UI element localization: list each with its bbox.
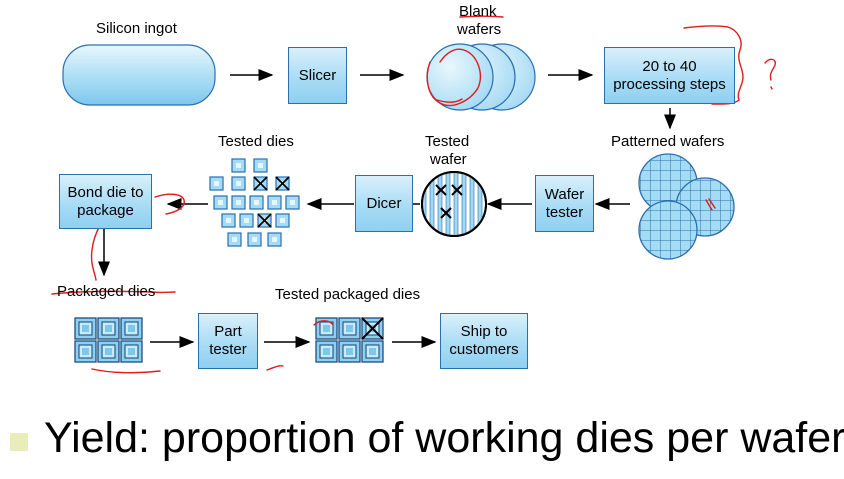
packaged-dies-label: Packaged dies	[57, 283, 156, 300]
tested-packaged-dies	[315, 317, 384, 363]
wafer-tester-label-line2: tester	[545, 203, 584, 221]
patterned-wafers-label: Patterned wafers	[611, 133, 725, 150]
part-tester-label-line1: Part	[214, 323, 242, 340]
tested-dies-grid	[209, 158, 300, 247]
silicon-ingot-shape	[62, 44, 216, 106]
yield-bullet-row: Yield: proportion of working dies per wa…	[10, 413, 844, 463]
dicer-label: Dicer	[366, 194, 402, 212]
tested-wafer	[421, 171, 487, 237]
blank-wafers-label-line1: Blank	[459, 3, 497, 20]
packaged-dies	[74, 317, 143, 363]
tested-wafer-label-line1: Tested	[425, 133, 470, 150]
ship-to-customers-box: Ship to customers	[440, 313, 528, 369]
wafer-tester-box: Wafer tester	[535, 175, 594, 232]
dicer-box: Dicer	[355, 175, 413, 232]
wafer-tester-label-line1: Wafer	[544, 185, 585, 203]
processing-label-line1: 20 to 40	[642, 57, 697, 75]
ship-label-line2: customers	[449, 341, 519, 358]
bond-label-line1: Bond die to	[67, 183, 144, 201]
tested-dies-label: Tested dies	[218, 133, 294, 150]
ship-label-line1: Ship to	[460, 323, 508, 340]
patterned-wafers	[638, 153, 735, 260]
tested-packaged-dies-label: Tested packaged dies	[275, 286, 421, 303]
yield-definition: Yield: proportion of working dies per wa…	[44, 414, 844, 462]
slicer-label: Slicer	[298, 66, 337, 84]
part-tester-box: Part tester	[198, 313, 258, 369]
bullet-square-icon	[10, 433, 28, 451]
tested-wafer-label-line2: wafer	[430, 151, 467, 168]
slicer-box: Slicer	[288, 47, 347, 104]
processing-label-line2: processing steps	[613, 75, 726, 93]
blank-wafers-label-line2: wafers	[457, 21, 502, 38]
bond-label-line2: package	[77, 201, 134, 219]
part-tester-label-line2: tester	[209, 341, 247, 358]
bond-die-box: Bond die to package	[59, 174, 152, 229]
silicon-ingot-label: Silicon ingot	[96, 20, 177, 37]
processing-steps-box: 20 to 40 processing steps	[604, 47, 735, 104]
